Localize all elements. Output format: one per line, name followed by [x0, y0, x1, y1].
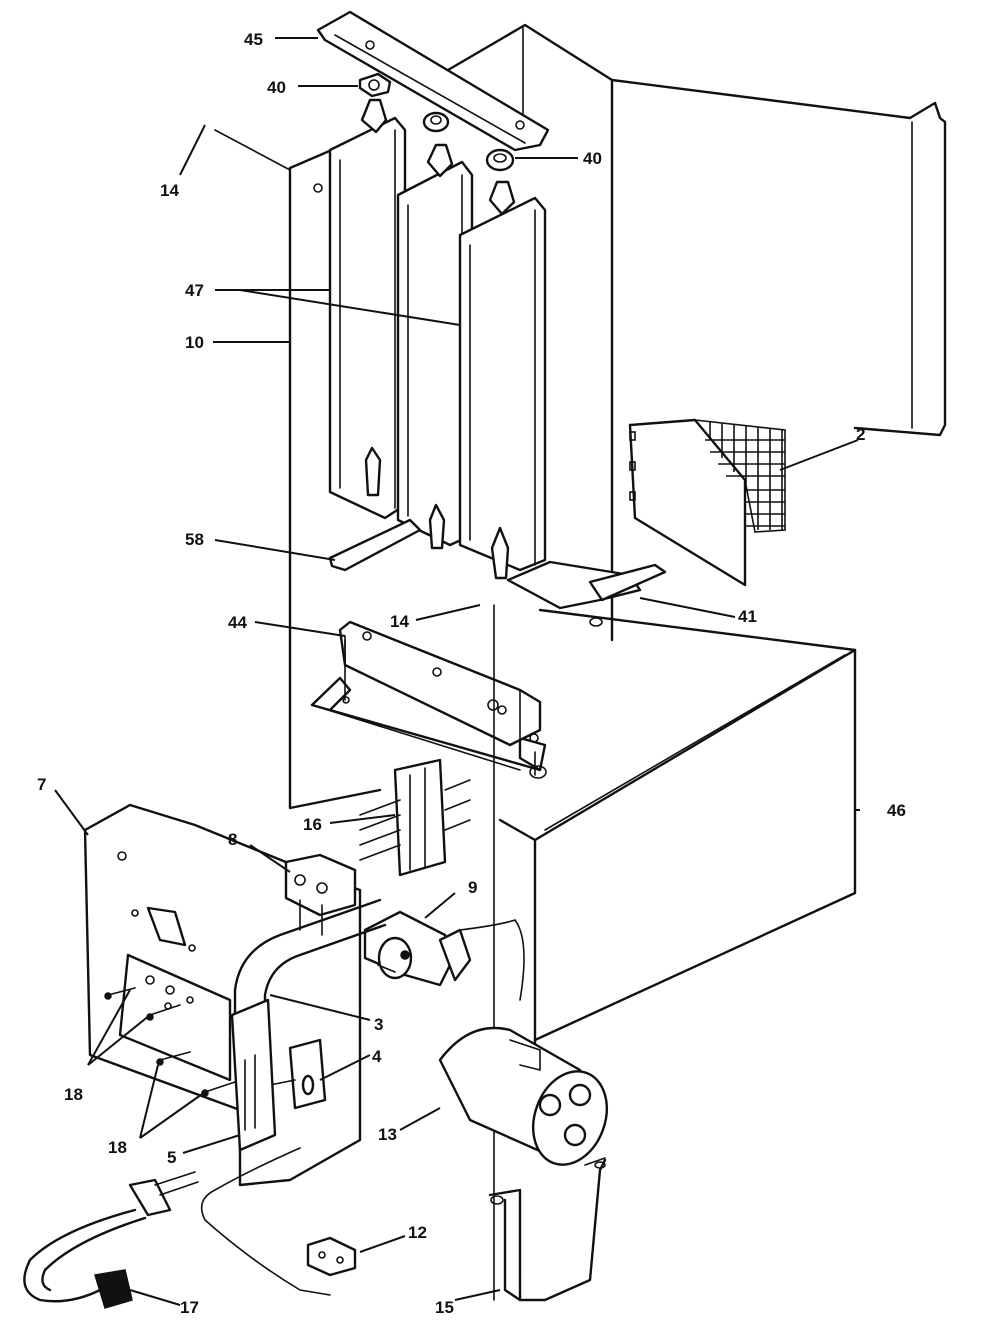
bushing-right	[485, 148, 515, 172]
label-47: 47	[185, 281, 204, 300]
label-41: 41	[738, 607, 757, 626]
label-40-top: 40	[267, 78, 286, 97]
leader-lines	[54, 37, 860, 1306]
label-15: 15	[435, 1298, 454, 1317]
label-58: 58	[185, 530, 204, 549]
switch	[269, 1038, 327, 1110]
wiring-harness	[233, 898, 387, 1042]
grille-filter	[628, 418, 786, 587]
bushing-top	[358, 72, 392, 98]
label-9: 9	[468, 878, 477, 897]
label-12: 12	[408, 1223, 427, 1242]
switch-housing	[230, 998, 277, 1152]
thermal-fuse	[200, 1147, 357, 1296]
back-panel	[446, 23, 947, 642]
thermostat	[363, 910, 525, 1001]
fan-motor	[438, 1026, 608, 1166]
power-cord	[23, 1171, 199, 1309]
bushing-middle	[422, 111, 450, 133]
label-40-right: 40	[583, 149, 602, 168]
terminal-block	[284, 853, 357, 936]
foot-bracket	[488, 1157, 607, 1302]
label-10: 10	[185, 333, 204, 352]
label-5: 5	[167, 1148, 176, 1167]
label-18-a: 18	[64, 1085, 83, 1104]
label-14-top: 14	[160, 181, 179, 200]
label-16-upper: 16	[303, 815, 322, 834]
relay	[359, 758, 471, 877]
top-cover-bracket	[310, 620, 547, 772]
label-2: 2	[856, 425, 865, 444]
callout-labels: 45 40 40 14 47 10 2 58 14 41 44 7 16 46 …	[37, 30, 906, 1317]
label-8: 8	[228, 830, 237, 849]
label-4: 4	[372, 1047, 382, 1066]
label-14-mid: 14	[390, 612, 409, 631]
label-17: 17	[180, 1298, 199, 1317]
label-46: 46	[887, 801, 906, 820]
label-13: 13	[378, 1125, 397, 1144]
heating-element-right	[458, 180, 547, 580]
mounting-plate	[506, 560, 667, 627]
label-44: 44	[228, 613, 247, 632]
top-bracket	[316, 10, 550, 152]
label-3: 3	[374, 1015, 383, 1034]
screw-lines	[344, 604, 536, 1301]
main-box	[487, 608, 857, 1077]
label-45: 45	[244, 30, 263, 49]
lower-bracket	[328, 518, 422, 572]
heating-element-left	[328, 98, 407, 520]
label-7: 7	[37, 775, 46, 794]
label-18-b: 18	[108, 1138, 127, 1157]
